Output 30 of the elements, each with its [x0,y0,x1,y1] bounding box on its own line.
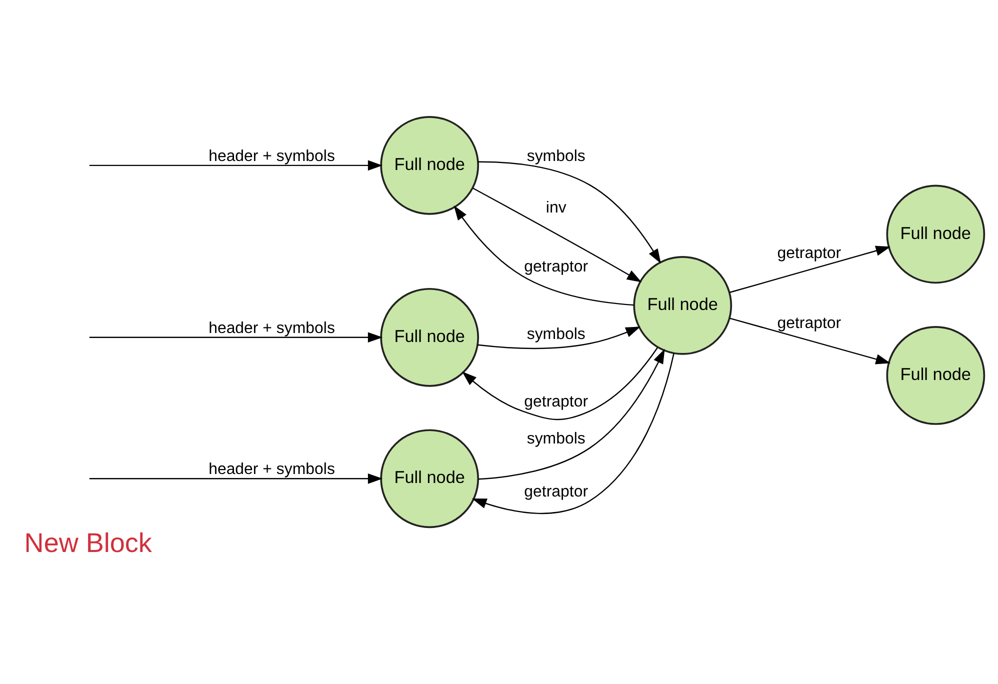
edge-label: getraptor [777,245,842,262]
arrow [472,188,642,282]
arrow [89,160,383,171]
edge-label: header + symbols [208,461,335,478]
label: New Block [24,528,152,558]
edge-label: symbols [526,148,586,166]
arrow [478,326,640,350]
edge-label: inv [546,200,566,217]
arrow [89,332,383,343]
node-circle: Full node [633,256,732,355]
edge-label: getraptor [524,394,588,411]
arrow [730,318,891,364]
node-circle: Full node [886,184,986,284]
edge-label: header + symbols [208,320,335,337]
edge-label: symbols [526,430,586,448]
node-circle: Full node [886,326,986,425]
edge-label: header + symbols [208,148,335,166]
arrow [89,473,383,484]
arrow [472,353,674,514]
arrow [478,161,661,264]
edge-label: symbols [526,326,586,344]
edge-label: getraptor [524,483,588,500]
edge-label: getraptor [777,315,842,332]
node-circle: Full node [380,429,480,528]
node-circle: Full node [380,116,480,215]
arrow [454,205,634,306]
edge-label: getraptor [524,258,588,276]
arrow [478,348,665,480]
arrow [730,246,891,293]
arrow [462,347,658,420]
